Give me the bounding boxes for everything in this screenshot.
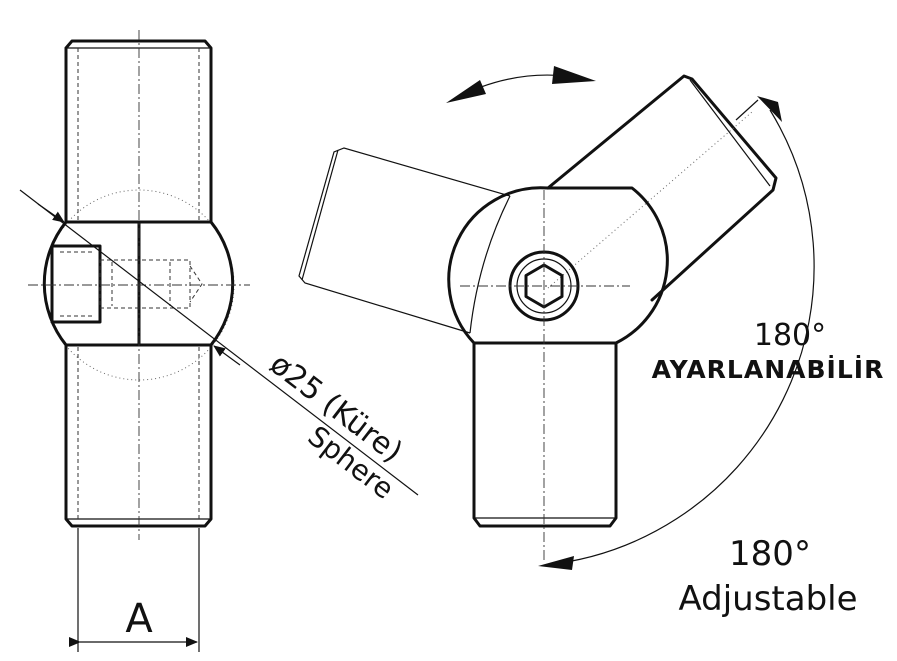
rotation-arrow	[446, 66, 596, 103]
sphere-diameter-dimension: ø25 (Küre) Sphere	[19, 189, 419, 506]
arm-tube	[546, 74, 778, 302]
front-view	[28, 30, 250, 540]
angle-en-value: 180°	[729, 534, 811, 574]
ghost-tube	[298, 147, 511, 334]
dimension-a: A	[69, 528, 200, 652]
joint-body	[447, 186, 669, 345]
upper-tube	[64, 39, 213, 224]
dimension-a-label: A	[125, 596, 153, 642]
angle-tr-value: 180°	[754, 318, 826, 353]
angle-tr-label: AYARLANABİLİR	[652, 354, 885, 384]
side-view	[298, 74, 778, 560]
angle-arc	[538, 96, 815, 570]
screw-head	[50, 244, 102, 324]
lower-tube	[64, 343, 213, 528]
angle-en-label: Adjustable	[678, 579, 857, 619]
side-lower-tube	[472, 341, 618, 528]
